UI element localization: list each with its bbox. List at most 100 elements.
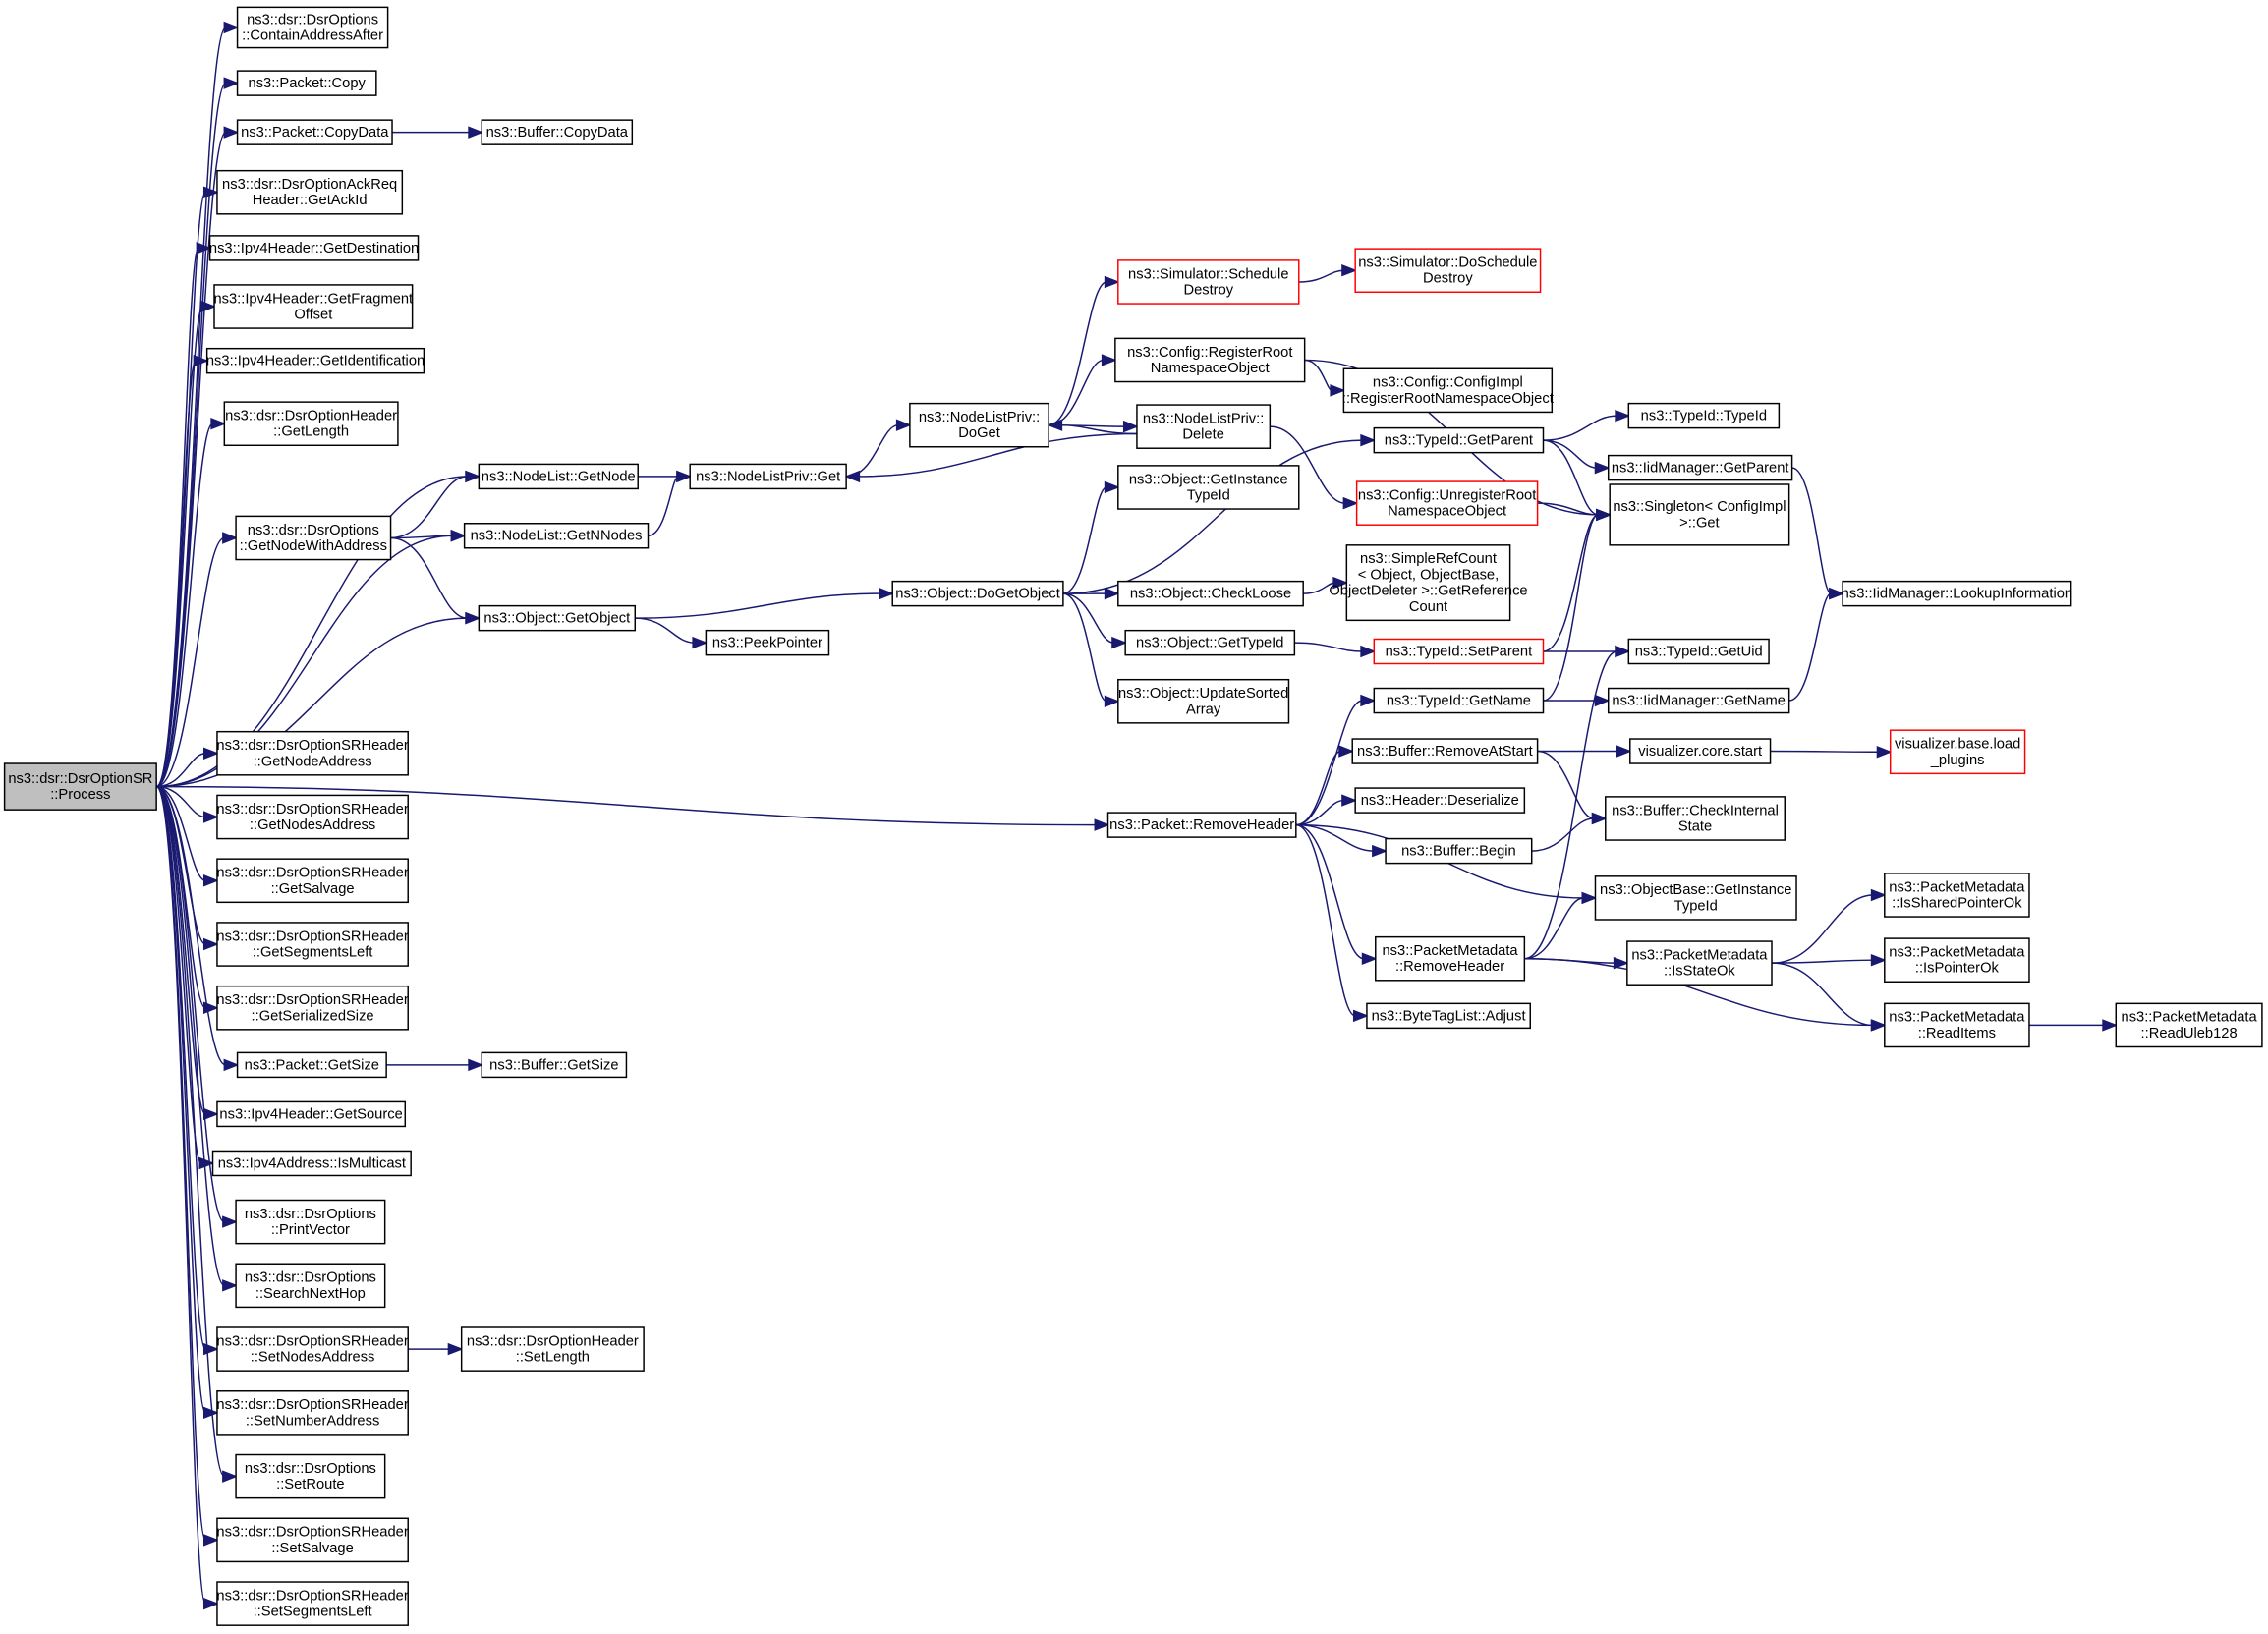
- graph-node-n13[interactable]: ns3::Object::GetObject: [478, 604, 637, 632]
- graph-node-n20[interactable]: ns3::Config::ConfigImpl::RegisterRootNam…: [1342, 367, 1554, 414]
- graph-node-n23[interactable]: ns3::Object::DoGetObject: [891, 580, 1064, 607]
- graph-node-n63[interactable]: ns3::dsr::DsrOptions::SearchNextHop: [235, 1263, 386, 1309]
- graph-node-n48[interactable]: ns3::PacketMetadata::IsPointerOk: [1884, 937, 2030, 984]
- arrowhead-icon: [222, 1279, 239, 1292]
- graph-node-n56[interactable]: ns3::dsr::DsrOptionSRHeader::GetSegments…: [216, 922, 409, 967]
- node-box: [909, 402, 1049, 448]
- graph-node-n39[interactable]: visualizer.core.start: [1629, 738, 1772, 764]
- graph-node-n66[interactable]: ns3::dsr::DsrOptionSRHeader::SetNumberAd…: [216, 1390, 409, 1436]
- graph-node-n12[interactable]: ns3::NodeList::GetNNodes: [463, 523, 650, 549]
- node-label: ns3::dsr::DsrOptionSRHeader: [216, 866, 408, 881]
- arrowhead-icon: [200, 300, 217, 313]
- graph-node-n24[interactable]: ns3::Object::CheckLoose: [1117, 580, 1304, 607]
- graph-node-n50[interactable]: ns3::PacketMetadata::ReadUleb128: [2115, 1002, 2263, 1048]
- graph-node-n11[interactable]: ns3::NodeList::GetNode: [478, 463, 639, 490]
- graph-node-n14[interactable]: ns3::PeekPointer: [705, 629, 830, 656]
- graph-node-n35[interactable]: ns3::TypeId::GetUid: [1627, 638, 1770, 665]
- graph-node-n37[interactable]: ns3::IidManager::GetName: [1607, 687, 1790, 714]
- graph-node-n46[interactable]: ns3::PacketMetadata::IsStateOk: [1626, 940, 1773, 986]
- graph-node-n26[interactable]: ns3::Object::GetTypeId: [1124, 629, 1296, 656]
- graph-node-n15[interactable]: ns3::NodeListPriv::Get: [689, 463, 847, 490]
- graph-node-n28[interactable]: ns3::TypeId::GetParent: [1373, 426, 1545, 454]
- edge-root-to-n67: [155, 785, 239, 1483]
- node-label: ::GetSerializedSize: [252, 1008, 374, 1024]
- graph-node-n58[interactable]: ns3::Packet::GetSize: [236, 1051, 387, 1079]
- graph-node-n49[interactable]: ns3::PacketMetadata::ReadItems: [1884, 1002, 2030, 1048]
- graph-node-n5[interactable]: ns3::dsr::DsrOptionAckReqHeader::GetAckI…: [216, 169, 404, 215]
- graph-node-n30[interactable]: ns3::TypeId::TypeId: [1627, 402, 1781, 429]
- arrowhead-icon: [202, 811, 219, 823]
- graph-node-n41[interactable]: ns3::Header::Deserialize: [1354, 787, 1526, 814]
- graph-node-n6[interactable]: ns3::Ipv4Header::GetDestination: [208, 235, 420, 261]
- graph-node-root[interactable]: ns3::dsr::DsrOptionSR::Process: [3, 762, 157, 811]
- arrowhead-icon: [196, 242, 212, 254]
- graph-node-n21[interactable]: ns3::NodeListPriv::Delete: [1136, 404, 1272, 449]
- edge-root-to-n8: [155, 354, 209, 788]
- graph-node-n52[interactable]: ns3::Packet::RemoveHeader: [1106, 812, 1297, 838]
- graph-node-n51[interactable]: ns3::ByteTagList::Adjust: [1366, 1002, 1531, 1030]
- graph-node-n43[interactable]: ns3::Buffer::Begin: [1385, 837, 1533, 865]
- node-label: ns3::Config::UnregisterRoot: [1358, 487, 1536, 503]
- arrowhead-icon: [223, 77, 240, 89]
- graph-node-n69[interactable]: ns3::dsr::DsrOptionSRHeader::SetSegments…: [216, 1581, 409, 1626]
- graph-node-n55[interactable]: ns3::dsr::DsrOptionSRHeader::GetSalvage: [216, 858, 409, 904]
- arrowhead-icon: [465, 611, 482, 625]
- node-box: [3, 762, 157, 811]
- graph-node-n62[interactable]: ns3::dsr::DsrOptions::PrintVector: [235, 1199, 386, 1245]
- graph-node-n36[interactable]: ns3::TypeId::GetName: [1373, 687, 1545, 714]
- node-label: ns3::dsr::DsrOptionSRHeader: [216, 1397, 408, 1413]
- graph-node-n8[interactable]: ns3::Ipv4Header::GetIdentification: [206, 347, 425, 374]
- graph-node-n47[interactable]: ns3::PacketMetadata::IsSharedPointerOk: [1884, 873, 2030, 918]
- graph-node-n53[interactable]: ns3::dsr::DsrOptionSRHeader::GetNodeAddr…: [216, 730, 409, 776]
- arrowhead-icon: [1870, 1019, 1887, 1032]
- graph-node-n67[interactable]: ns3::dsr::DsrOptions::SetRoute: [235, 1453, 386, 1499]
- edge-n16-to-n19: [1049, 354, 1117, 426]
- node-label: ns3::TypeId::TypeId: [1641, 409, 1767, 424]
- graph-node-n10[interactable]: ns3::dsr::DsrOptions::GetNodeWithAddress: [235, 515, 392, 561]
- graph-node-n31[interactable]: ns3::IidManager::GetParent: [1607, 454, 1793, 481]
- graph-node-n4[interactable]: ns3::Buffer::CopyData: [481, 119, 634, 145]
- graph-node-n68[interactable]: ns3::dsr::DsrOptionSRHeader::SetSalvage: [216, 1517, 409, 1563]
- graph-node-n33[interactable]: ns3::IidManager::LookupInformation: [1842, 580, 2072, 607]
- graph-node-n64[interactable]: ns3::dsr::DsrOptionSRHeader::SetNodesAdd…: [216, 1326, 409, 1372]
- edge-root-to-n63: [155, 785, 239, 1292]
- graph-node-n38[interactable]: ns3::Buffer::RemoveAtStart: [1351, 738, 1539, 764]
- node-label: ObjectDeleter >::GetReference: [1329, 584, 1527, 599]
- graph-node-n3[interactable]: ns3::Packet::CopyData: [236, 119, 393, 145]
- node-label: Destroy: [1183, 282, 1233, 298]
- graph-node-n25[interactable]: ns3::SimpleRefCount< Object, ObjectBase,…: [1329, 544, 1528, 622]
- graph-node-n60[interactable]: ns3::Ipv4Header::GetSource: [216, 1100, 407, 1128]
- graph-node-n40[interactable]: visualizer.base.load_plugins: [1889, 729, 2026, 775]
- arrowhead-icon: [202, 186, 219, 198]
- node-label: ::SetLength: [516, 1350, 590, 1366]
- graph-node-n32[interactable]: ns3::Singleton< ConfigImpl>::Get: [1609, 483, 1790, 546]
- edge-root-to-n66: [155, 785, 219, 1420]
- graph-node-n65[interactable]: ns3::dsr::DsrOptionHeader::SetLength: [460, 1326, 645, 1372]
- graph-node-n9[interactable]: ns3::dsr::DsrOptionHeader::GetLength: [223, 401, 399, 447]
- graph-node-n29[interactable]: ns3::Config::UnregisterRootNamespaceObje…: [1355, 480, 1539, 526]
- graph-node-n59[interactable]: ns3::Buffer::GetSize: [481, 1051, 628, 1079]
- graph-node-n34[interactable]: ns3::TypeId::SetParent: [1373, 638, 1545, 665]
- graph-node-n45[interactable]: ns3::PacketMetadata::RemoveHeader: [1375, 935, 1526, 982]
- arrowhead-icon: [1047, 419, 1063, 431]
- node-box: [1627, 638, 1770, 665]
- arrowhead-icon: [1581, 891, 1598, 905]
- graph-node-n16[interactable]: ns3::NodeListPriv::DoGet: [909, 402, 1049, 448]
- graph-node-n2[interactable]: ns3::Packet::Copy: [236, 70, 377, 96]
- graph-node-n61[interactable]: ns3::Ipv4Address::IsMulticast: [211, 1150, 412, 1177]
- node-box: [478, 604, 637, 632]
- graph-node-n57[interactable]: ns3::dsr::DsrOptionSRHeader::GetSerializ…: [216, 985, 409, 1031]
- graph-node-n1[interactable]: ns3::dsr::DsrOptions::ContainAddressAfte…: [236, 6, 389, 49]
- arrowhead-icon: [447, 1342, 464, 1356]
- graph-node-n54[interactable]: ns3::dsr::DsrOptionSRHeader::GetNodesAdd…: [216, 794, 409, 840]
- edge-n52-to-n41: [1295, 794, 1358, 826]
- graph-node-n19[interactable]: ns3::Config::RegisterRootNamespaceObject: [1114, 337, 1306, 383]
